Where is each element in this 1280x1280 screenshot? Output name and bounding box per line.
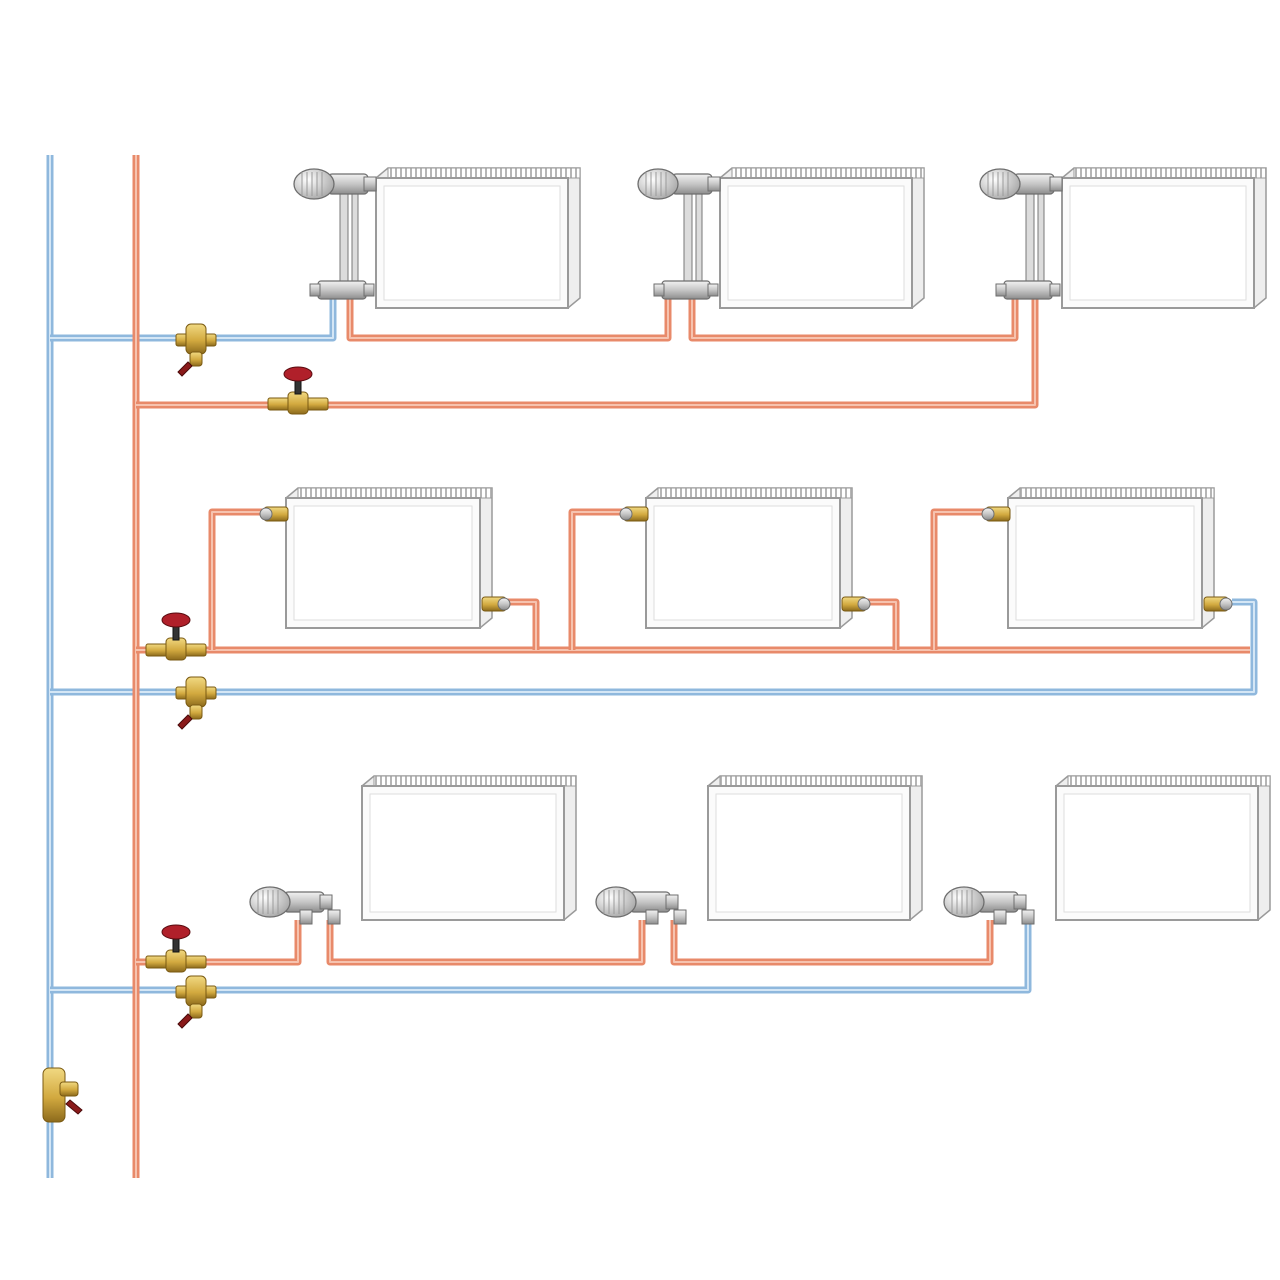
drain-handle-icon <box>65 1099 83 1115</box>
row2-top-fitting-2 <box>619 506 649 522</box>
row3-thermostatic-valve-1 <box>249 886 333 918</box>
row1-bottom-unit-1 <box>309 280 375 300</box>
row2-radiator-2 <box>644 487 853 629</box>
row2-bottom-fitting-3 <box>1203 596 1233 612</box>
row1-radiator-1 <box>374 167 581 309</box>
row1-radiator-1-fins <box>387 167 581 179</box>
row3-radiator-1 <box>360 775 577 921</box>
return-pipes <box>46 155 1258 1178</box>
row1-radiator-3-fins <box>1073 167 1267 179</box>
row2-radiator-1 <box>284 487 493 629</box>
valve-handle-icon <box>161 612 191 628</box>
drain-handle-icon <box>177 361 193 377</box>
row2-supply-riser-3 <box>930 508 990 650</box>
thermostat-head-icon <box>595 886 637 918</box>
row1-bottom-unit-3-block <box>1003 280 1053 300</box>
row1-radiator-2 <box>718 167 925 309</box>
valve-handle-icon <box>161 924 191 940</box>
row2-outlet-2 <box>866 598 900 650</box>
row1-bottom-unit-1-block <box>317 280 367 300</box>
radiators <box>284 167 1271 921</box>
valves <box>42 323 329 1123</box>
row1-bottom-unit-2-block <box>661 280 711 300</box>
row3-radiator-1-fins <box>373 775 577 787</box>
row1-radiator-2-bypass-tube <box>683 189 693 283</box>
thermostat-head-icon <box>943 886 985 918</box>
row3-balancing-valve <box>175 975 217 1029</box>
row2-radiator-2-fins <box>657 487 853 499</box>
drain-handle-icon <box>177 714 193 730</box>
row1-radiator-1-bypass-tube <box>339 189 349 283</box>
row3-chain-1 <box>326 920 646 966</box>
row2-return-main <box>50 598 1258 696</box>
row3-radiator-3-fins <box>1067 775 1271 787</box>
valve-handle-icon <box>283 366 313 382</box>
row3-radiator-2 <box>706 775 923 921</box>
supply-pipes <box>132 155 1250 1178</box>
thermostat-head-icon <box>293 168 335 200</box>
row3-radiator-3 <box>1054 775 1271 921</box>
row1-chain-2 <box>688 292 1019 342</box>
riser-balancing-valve <box>42 1067 83 1123</box>
row2-bottom-fitting-2 <box>841 596 871 612</box>
row3-thermostatic-valve-3 <box>943 886 1027 918</box>
row2-radiator-1-fins <box>297 487 493 499</box>
row3-return-main <box>50 920 1032 994</box>
row2-top-fitting-3 <box>981 506 1011 522</box>
row1-bottom-unit-3 <box>995 280 1061 300</box>
row2-top-fitting-1 <box>259 506 289 522</box>
row3-chain-2 <box>670 920 994 966</box>
row2-supply-riser-1 <box>208 508 268 650</box>
row2-supply-riser-2 <box>568 508 628 650</box>
thermostat-head-icon <box>249 886 291 918</box>
row1-chain-1 <box>346 292 672 342</box>
fittings <box>249 168 1233 925</box>
row1-thermostatic-valve-2 <box>637 168 721 200</box>
row2-balancing-valve <box>175 676 217 730</box>
row1-radiator-2-fins <box>731 167 925 179</box>
row1-thermostatic-valve-1 <box>293 168 377 200</box>
row2-radiator-3 <box>1006 487 1215 629</box>
row1-shutoff-valve <box>267 366 329 415</box>
row2-outlet-1 <box>506 598 540 650</box>
row2-radiator-3-fins <box>1019 487 1215 499</box>
row3-radiator-2-fins <box>719 775 923 787</box>
drain-handle-icon <box>177 1013 193 1029</box>
row2-bottom-fitting-1 <box>481 596 511 612</box>
thermostat-head-icon <box>637 168 679 200</box>
row1-supply-main <box>136 292 1039 409</box>
row2-shutoff-valve <box>145 612 207 661</box>
row1-return-branch <box>50 292 337 342</box>
thermostat-head-icon <box>979 168 1021 200</box>
row3-thermostatic-valve-2 <box>595 886 679 918</box>
row1-radiator-3-bypass-tube <box>1025 189 1035 283</box>
row3-shutoff-valve <box>145 924 207 973</box>
row1-bottom-unit-2 <box>653 280 719 300</box>
row1-radiator-3 <box>1060 167 1267 309</box>
row1-balancing-valve <box>175 323 217 377</box>
row1-thermostatic-valve-3 <box>979 168 1063 200</box>
